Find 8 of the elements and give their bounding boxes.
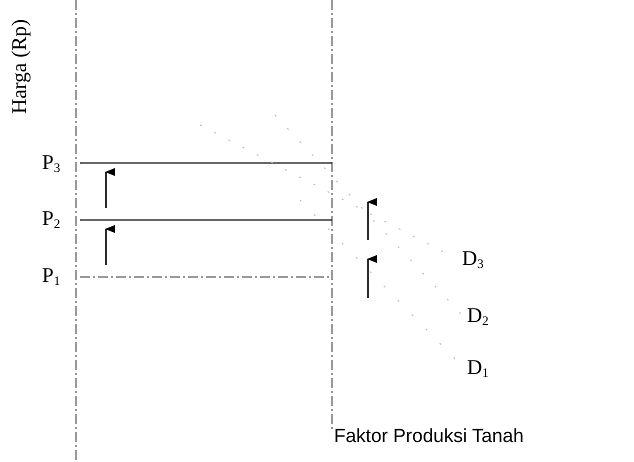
price-label: P$_{1}$ bbox=[42, 265, 60, 287]
axis-title: Harga (Rp) bbox=[8, 19, 30, 114]
axis-title: Faktor Produksi Tanah bbox=[334, 427, 524, 446]
demand-label: D$_{3}$ bbox=[462, 248, 484, 270]
demand-label: D$_{2}$ bbox=[467, 305, 489, 327]
price-label: P$_{3}$ bbox=[42, 152, 60, 174]
price-label: P$_{2}$ bbox=[42, 208, 60, 230]
demand-label: D$_{1}$ bbox=[467, 357, 489, 379]
